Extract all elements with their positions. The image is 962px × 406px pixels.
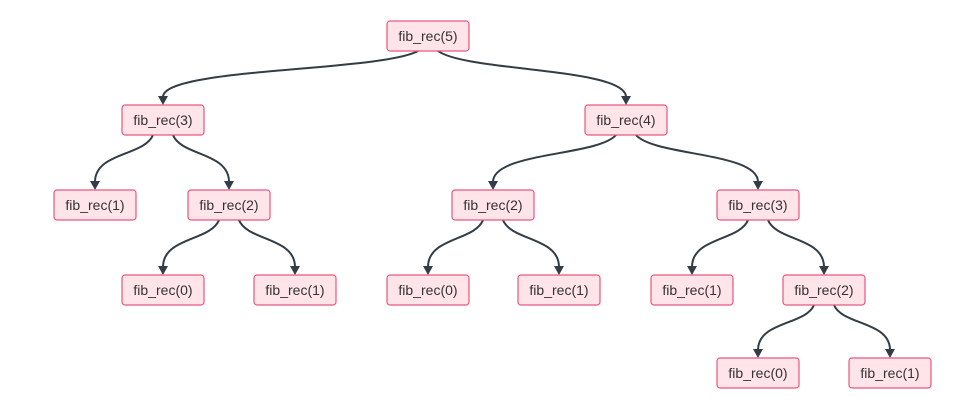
node-label: fib_rec(1) <box>265 282 324 298</box>
node-label: fib_rec(1) <box>529 282 588 298</box>
node-box <box>650 274 734 306</box>
node-label: fib_rec(0) <box>398 282 457 298</box>
arrowhead-icon <box>554 266 564 275</box>
arrowhead-icon <box>158 96 168 105</box>
node-box <box>386 274 470 306</box>
node-box <box>53 189 137 221</box>
edges-layer <box>90 50 895 358</box>
arrowhead-icon <box>753 181 763 190</box>
call-node-n3-2: fib_rec(2) <box>187 189 271 221</box>
call-node-n4: fib_rec(4) <box>584 104 668 136</box>
edge-n43-2-to-n432-0 <box>757 304 815 351</box>
node-box <box>121 274 205 306</box>
node-label: fib_rec(2) <box>794 282 853 298</box>
node-label: fib_rec(5) <box>398 28 457 44</box>
node-box <box>451 189 535 221</box>
edge-n5-to-n3 <box>162 50 419 98</box>
node-label: fib_rec(1) <box>65 197 124 213</box>
edge-n43-2-to-n432-1 <box>833 304 891 351</box>
edge-n3-2-to-n32-1 <box>238 219 296 268</box>
arrowhead-icon <box>158 266 168 275</box>
node-box <box>253 274 337 306</box>
nodes-layer: fib_rec(5) fib_rec(3) fib_rec(4) fib_rec(1)… <box>53 20 932 389</box>
arrowhead-icon <box>290 266 300 275</box>
node-box <box>517 274 601 306</box>
call-node-n43-1: fib_rec(1) <box>650 274 734 306</box>
arrowhead-icon <box>819 266 829 275</box>
node-box <box>716 357 800 389</box>
call-node-n42-1: fib_rec(1) <box>517 274 601 306</box>
node-label: fib_rec(1) <box>662 282 721 298</box>
edge-n3-to-n3-2 <box>172 134 230 183</box>
node-box <box>716 189 800 221</box>
call-node-n432-0: fib_rec(0) <box>716 357 800 389</box>
call-node-n3: fib_rec(3) <box>121 104 205 136</box>
call-node-n43-2: fib_rec(2) <box>782 274 866 306</box>
edge-n4-to-n4-2 <box>492 134 617 183</box>
edge-n4-2-to-n42-0 <box>427 219 484 268</box>
call-node-n4-2: fib_rec(2) <box>451 189 535 221</box>
arrowhead-icon <box>90 181 100 190</box>
node-box <box>584 104 668 136</box>
node-box <box>386 20 470 52</box>
node-box <box>782 274 866 306</box>
call-node-n432-1: fib_rec(1) <box>848 357 932 389</box>
call-node-n42-0: fib_rec(0) <box>386 274 470 306</box>
node-label: fib_rec(2) <box>463 197 522 213</box>
call-node-n5: fib_rec(5) <box>386 20 470 52</box>
arrowhead-icon <box>687 266 697 275</box>
node-label: fib_rec(3) <box>728 197 787 213</box>
node-label: fib_rec(4) <box>596 112 655 128</box>
edge-n3-to-n3-1 <box>94 134 154 183</box>
arrowhead-icon <box>753 349 763 358</box>
call-node-n4-3: fib_rec(3) <box>716 189 800 221</box>
edge-n4-2-to-n42-1 <box>502 219 560 268</box>
node-label: fib_rec(3) <box>133 112 192 128</box>
arrowhead-icon <box>885 349 895 358</box>
node-label: fib_rec(0) <box>728 365 787 381</box>
edge-n3-2-to-n32-0 <box>162 219 220 268</box>
arrowhead-icon <box>621 96 631 105</box>
call-node-n32-1: fib_rec(1) <box>253 274 337 306</box>
node-label: fib_rec(2) <box>199 197 258 213</box>
edge-n4-to-n4-3 <box>635 134 759 183</box>
node-box <box>121 104 205 136</box>
node-label: fib_rec(1) <box>860 365 919 381</box>
arrowhead-icon <box>224 181 234 190</box>
edge-n4-3-to-n43-2 <box>767 219 825 268</box>
arrowhead-icon <box>488 181 498 190</box>
edge-n5-to-n4 <box>437 50 627 98</box>
arrowhead-icon <box>423 266 433 275</box>
edge-n4-3-to-n43-1 <box>691 219 749 268</box>
node-label: fib_rec(0) <box>133 282 192 298</box>
call-node-n32-0: fib_rec(0) <box>121 274 205 306</box>
call-node-n3-1: fib_rec(1) <box>53 189 137 221</box>
node-box <box>848 357 932 389</box>
node-box <box>187 189 271 221</box>
